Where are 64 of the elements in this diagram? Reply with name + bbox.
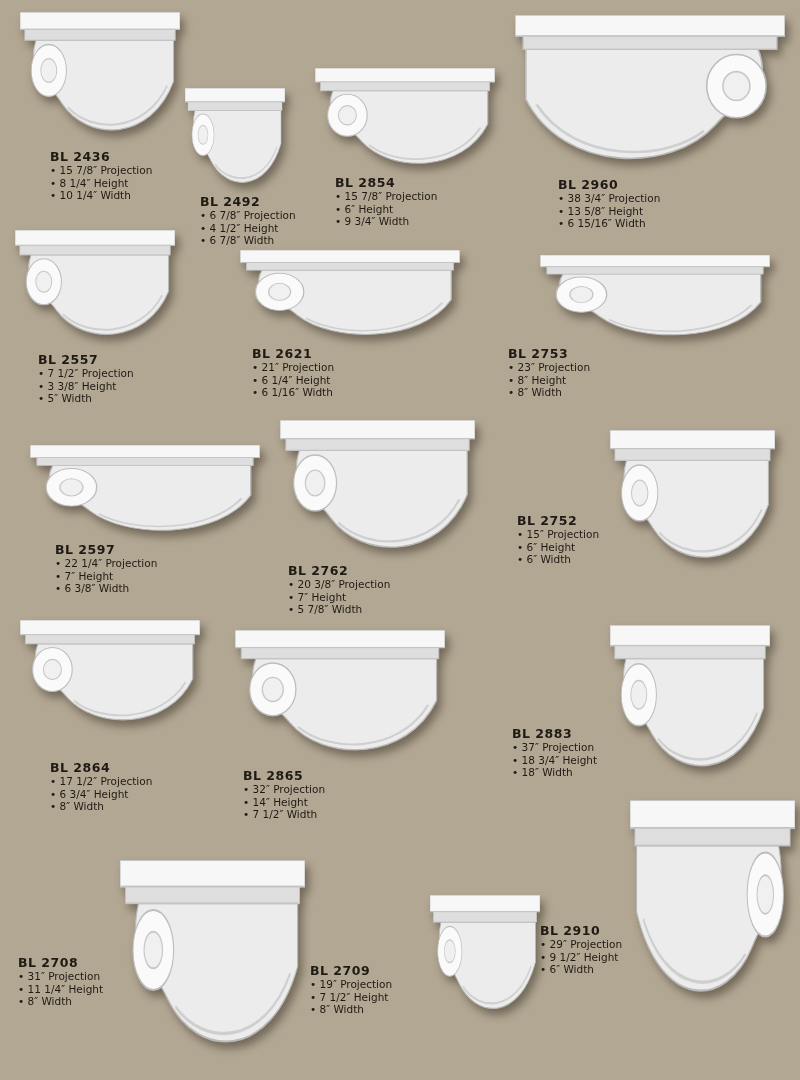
spec-line: • 8″ Width	[508, 386, 563, 400]
model-number: BL 2752	[517, 514, 579, 528]
model-number: BL 2910	[540, 924, 602, 938]
spec-line: • 10 1/4″ Width	[50, 189, 132, 203]
spec-line: • 5 7/8″ Width	[288, 603, 364, 617]
spec-line: • 8″ Width	[310, 1003, 365, 1017]
spec-line: • 14″ Height	[243, 795, 309, 809]
spec-line: • 20 3/8″ Projection	[288, 578, 391, 591]
model-number: BL 2436	[50, 150, 112, 164]
spec-line: • 31″ Projection	[18, 970, 102, 983]
spec-line: • 7″ Height	[288, 590, 348, 604]
spec-line: • 6 1/16″ Width	[252, 386, 334, 400]
spec-line: • 22 1/4″ Projection	[55, 557, 158, 570]
spec-line: • 8 1/4″ Height	[50, 176, 130, 190]
spec-line: • 11 1/4″ Height	[18, 982, 104, 996]
spec-line: • 8″ Width	[18, 995, 73, 1009]
spec-line: • 32″ Projection	[243, 783, 326, 796]
spec-line: • 6″ Width	[517, 553, 572, 567]
model-number: BL 2709	[310, 964, 372, 978]
spec-line: • 6 7/8″ Width	[200, 234, 276, 248]
spec-line: • 9 3/4″ Width	[335, 215, 411, 229]
spec-line: • 6″ Height	[517, 540, 577, 554]
spec-line: • 3 3/8″ Height	[38, 379, 118, 393]
spec-line: • 7″ Height	[55, 569, 115, 583]
spec-line: • 29″ Projection	[540, 938, 623, 951]
spec-line: • 15 7/8″ Projection	[50, 164, 153, 177]
model-number: BL 2557	[38, 353, 100, 367]
spec-line: • 38 3/4″ Projection	[558, 192, 661, 205]
spec-line: • 18″ Width	[512, 766, 574, 780]
spec-line: • 23″ Projection	[508, 361, 591, 374]
spec-line: • 37″ Projection	[512, 741, 596, 754]
spec-line: • 8″ Width	[50, 800, 105, 814]
model-number: BL 2864	[50, 761, 112, 775]
spec-line: • 13 5/8″ Height	[558, 204, 645, 218]
spec-line: • 6 7/8″ Projection	[200, 209, 296, 222]
spec-line: • 8″ Height	[508, 373, 568, 387]
spec-line: • 6″ Width	[540, 963, 595, 977]
spec-line: • 5″ Width	[38, 392, 93, 406]
spec-line: • 7 1/2″ Projection	[38, 367, 134, 380]
model-number: BL 2883	[512, 727, 574, 741]
spec-line: • 15 7/8″ Projection	[335, 190, 438, 203]
spec-line: • 6 3/4″ Height	[50, 787, 130, 801]
model-number: BL 2854	[335, 176, 397, 190]
spec-line: • 19″ Projection	[310, 978, 393, 991]
spec-line: • 18 3/4″ Height	[512, 753, 598, 767]
spec-line: • 7 1/2″ Height	[310, 990, 390, 1004]
model-number: BL 2708	[18, 956, 80, 970]
spec-line: • 21″ Projection	[252, 361, 335, 374]
spec-line: • 6 15/16″ Width	[558, 217, 647, 231]
spec-line: • 9 1/2″ Height	[540, 950, 620, 964]
spec-line: • 15″ Projection	[517, 528, 600, 541]
spec-line: • 17 1/2″ Projection	[50, 775, 153, 788]
model-number: BL 2492	[200, 195, 262, 209]
spec-line: • 4 1/2″ Height	[200, 221, 280, 235]
model-number: BL 2597	[55, 543, 117, 557]
spec-line: • 6 3/8″ Width	[55, 582, 131, 596]
model-number: BL 2753	[508, 347, 570, 361]
model-number: BL 2865	[243, 769, 305, 783]
spec-line: • 6 1/4″ Height	[252, 373, 332, 387]
model-number: BL 2762	[288, 564, 350, 578]
model-number: BL 2621	[252, 347, 314, 361]
spec-line: • 7 1/2″ Width	[243, 808, 319, 822]
model-number: BL 2960	[558, 178, 620, 192]
spec-line: • 6″ Height	[335, 202, 395, 216]
